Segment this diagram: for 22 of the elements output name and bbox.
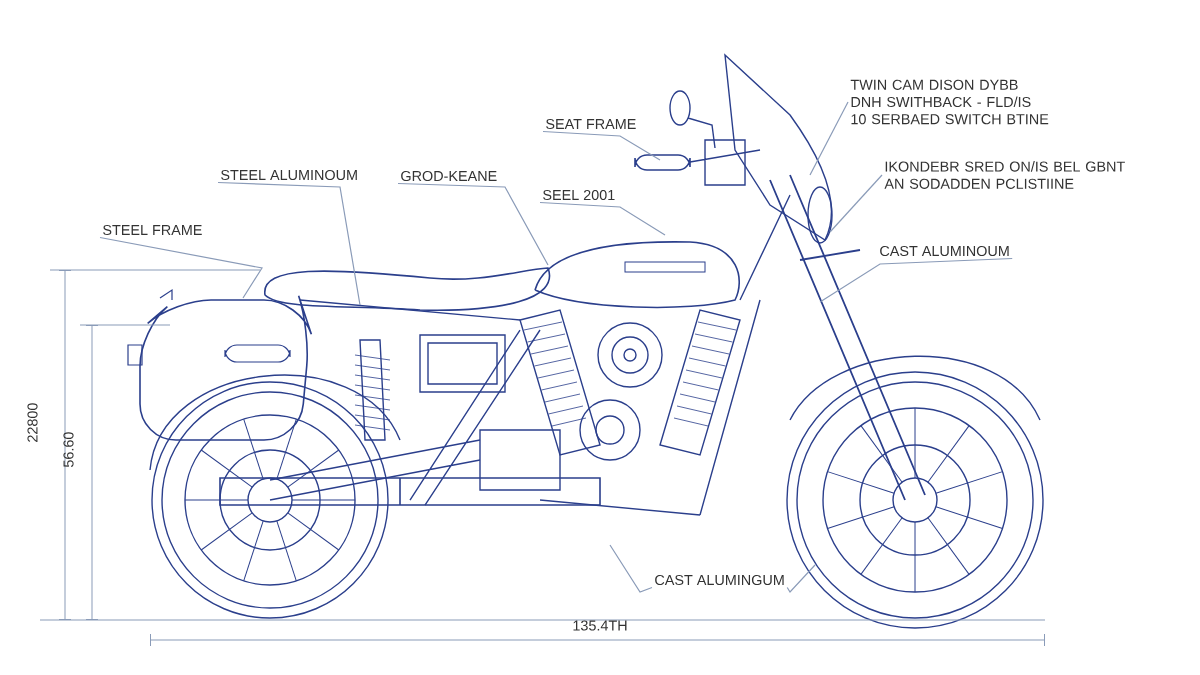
part-label: IKONDEBR SRED ON/IS BEL GBNT AN SODADDEN PCLISTIINE <box>884 161 1125 189</box>
part-label: CAST ALUMINGUM <box>655 574 784 586</box>
leader-line <box>539 201 666 236</box>
part-label: GROD-KEANE <box>401 170 497 182</box>
part-label: SEEL 2001 <box>543 189 615 201</box>
dimension-value: 135.4TH <box>573 620 627 631</box>
leader-line <box>217 181 361 306</box>
part-label: CAST ALUMINOUM <box>880 245 1009 257</box>
dimension-value: 56.60 <box>63 432 74 468</box>
leader-line <box>786 564 816 593</box>
leader-line <box>609 544 653 593</box>
leader-line <box>542 130 661 161</box>
leader-line <box>99 236 263 299</box>
leader-line <box>829 174 883 233</box>
part-label: STEEL FRAME <box>103 224 202 236</box>
part-label: TWIN CAM DISON DYBB DNH SWITHBACK - FLD/IS 10 SERBAED SWITCH BTINE <box>850 79 1049 125</box>
leader-line <box>809 101 849 176</box>
dimension-value: 22800 <box>27 403 38 442</box>
part-label: SEAT FRAME <box>546 118 636 130</box>
leader-line <box>397 182 549 266</box>
leader-line <box>819 257 1013 303</box>
part-label: STEEL ALUMINOUM <box>221 169 357 181</box>
